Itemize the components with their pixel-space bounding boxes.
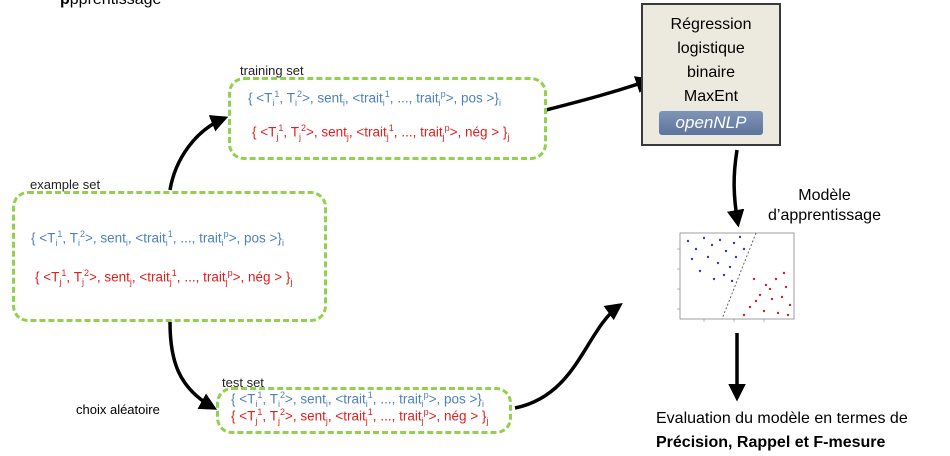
- training-set-box: [228, 77, 547, 160]
- training-set-positive-example: { <Ti1, Ti2>, senti, <traiti1, ..., trai…: [248, 89, 501, 109]
- example-set-box: [12, 191, 327, 322]
- example-set-label: example set: [30, 177, 101, 192]
- training-set-negative-example: { <Tj1, Tj2>, sentj, <traitj1, ..., trai…: [252, 123, 510, 143]
- model-label-line-2: d’apprentissage: [768, 207, 881, 224]
- maxent-line-2: logistique: [677, 40, 745, 57]
- evaluation-line-2: Précision, Rappel et F-mesure: [656, 434, 886, 451]
- test-set-negative-example: { <Tj1, Tj2>, sentj, <traitj1, ..., trai…: [231, 407, 489, 427]
- evaluation-line-1: Evaluation du modèle en termes de: [656, 410, 908, 427]
- arrow-test-to-model: [514, 302, 623, 410]
- model-scatter-plot-image: [677, 232, 795, 322]
- test-set-box: [216, 387, 512, 434]
- maxent-classifier-box: Régression logistique binaire MaxEnt ope…: [641, 3, 781, 146]
- decision-boundary-line: [721, 232, 757, 320]
- model-label: Modèle d’apprentissage: [768, 186, 881, 226]
- random-choice-label: choix aléatoire: [76, 402, 160, 417]
- training-set-label: training set: [240, 63, 304, 78]
- scatter-ticks: [677, 248, 765, 322]
- positive-points: [686, 235, 746, 283]
- maxent-line-3: binaire: [686, 64, 736, 81]
- model-label-line-1: Modèle: [798, 187, 851, 204]
- maxent-line-1: Régression: [670, 16, 752, 33]
- test-set-label: test set: [222, 375, 264, 390]
- example-set-positive-example: { <Ti1, Ti2>, senti, <traiti1, ..., trai…: [31, 229, 284, 249]
- arrow-example-to-training: [168, 115, 229, 191]
- opennlp-logo: openNLP: [659, 111, 763, 135]
- arrow-training-to-maxent: [545, 76, 654, 112]
- arrow-example-to-test: [168, 321, 218, 410]
- arrow-maxent-to-model: [726, 149, 745, 228]
- test-set-positive-example: { <Ti1, Ti2>, senti, <traiti1, ..., trai…: [231, 390, 484, 410]
- top-caption: ppprentissage: [60, 0, 161, 9]
- scatter-frame: [679, 232, 795, 320]
- evaluation-text: Evaluation du modèle en termes de Précis…: [656, 407, 908, 455]
- negative-points: [742, 271, 792, 317]
- maxent-line-4: MaxEnt: [683, 88, 739, 105]
- example-set-negative-example: { <Tj1, Tj2>, sentj, <traitj1, ..., trai…: [35, 268, 293, 288]
